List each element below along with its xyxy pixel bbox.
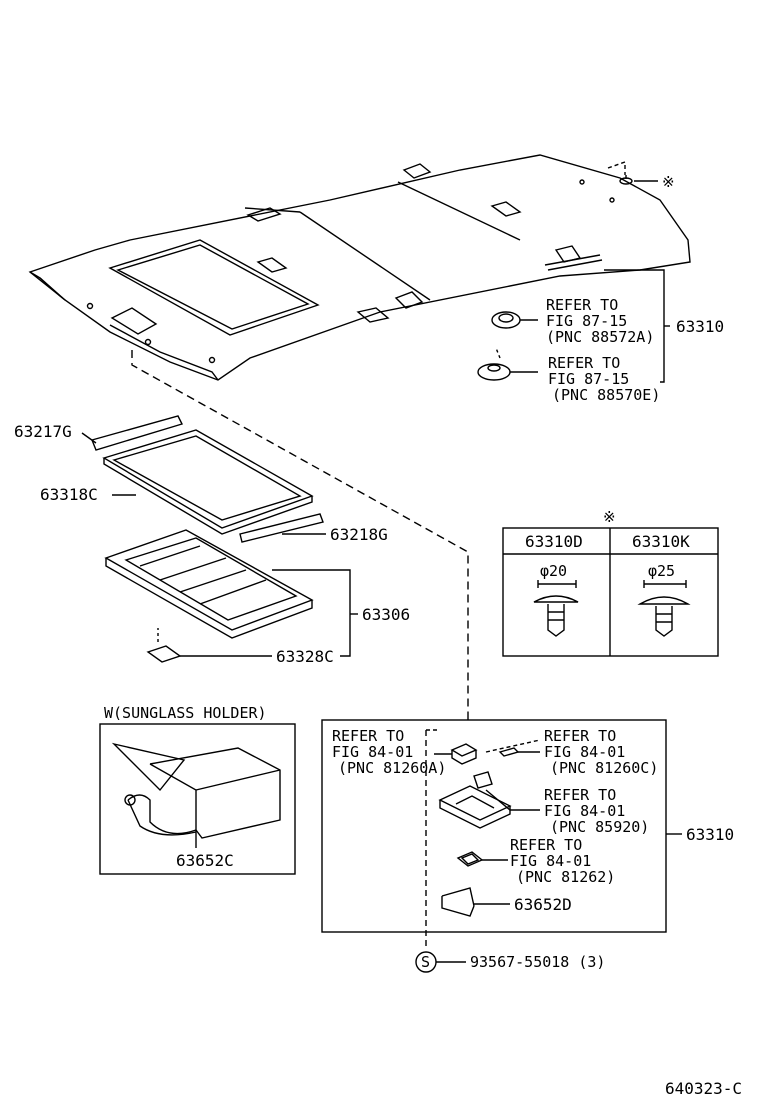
refer-88572A: REFER TO FIG 87-15 (PNC 88572A) (546, 296, 654, 346)
svg-text:FIG 84-01: FIG 84-01 (544, 802, 625, 820)
svg-text:(PNC 81260C): (PNC 81260C) (550, 759, 658, 777)
refer-81260A: REFER TO FIG 84-01 (PNC 81260A) (332, 727, 446, 777)
svg-text:REFER TO: REFER TO (546, 296, 618, 314)
clip-table (502, 527, 719, 657)
svg-text:(PNC 81262): (PNC 81262) (516, 868, 615, 886)
clip-63310D-drawing (533, 580, 579, 637)
part-63652C: 63652C (176, 851, 234, 870)
headliner-drawing (28, 154, 691, 381)
sunglass-holder-box (99, 723, 296, 875)
clip-63328C (146, 628, 182, 663)
dashed-leader (131, 350, 469, 720)
refer-88570E: REFER TO FIG 87-15 (PNC 88570E) (548, 354, 660, 404)
bushing-drawings (477, 311, 538, 381)
svg-text:FIG 84-01: FIG 84-01 (332, 743, 413, 761)
svg-text:FIG 84-01: FIG 84-01 (544, 743, 625, 761)
sunglass-holder-title: W(SUNGLASS HOLDER) (104, 704, 267, 722)
refer-85920: REFER TO FIG 84-01 (PNC 85920) (544, 786, 649, 836)
svg-text:(PNC 81260A): (PNC 81260A) (338, 759, 446, 777)
bracket-63310-top (604, 269, 670, 383)
refer-81260C: REFER TO FIG 84-01 (PNC 81260C) (544, 727, 658, 777)
svg-text:REFER TO: REFER TO (510, 836, 582, 854)
star-mark: ※ (662, 173, 675, 191)
clip-63310K-drawing (637, 580, 691, 637)
part-93567-55018: 93567-55018 (3) (470, 953, 605, 971)
svg-text:REFER TO: REFER TO (548, 354, 620, 372)
svg-text:REFER TO: REFER TO (332, 727, 404, 745)
frame-63318C (102, 429, 314, 535)
clip-star-drawing (607, 161, 658, 185)
part-63217G: 63217G (14, 422, 72, 441)
svg-text:FIG 87-15: FIG 87-15 (546, 312, 627, 330)
bracket-63306 (272, 569, 351, 657)
clip-table-header-63310D: 63310D (525, 532, 583, 551)
clip-table-mark: ※ (603, 508, 616, 526)
svg-text:FIG 84-01: FIG 84-01 (510, 852, 591, 870)
part-63318C: 63318C (40, 485, 98, 504)
part-63218G: 63218G (330, 525, 388, 544)
svg-text:(PNC 88572A): (PNC 88572A) (546, 328, 654, 346)
clip-table-header-63310K: 63310K (632, 532, 690, 551)
sunglass-holder-drawing (111, 742, 281, 848)
clip-diameter-63310D: φ20 (540, 562, 567, 580)
sunshade-63306 (104, 529, 314, 639)
svg-text:(PNC 88570E): (PNC 88570E) (552, 386, 660, 404)
clip-diameter-63310K: φ25 (648, 562, 675, 580)
svg-text:REFER TO: REFER TO (544, 727, 616, 745)
screw-symbol-icon (415, 951, 466, 973)
part-63310-lamp: 63310 (686, 825, 734, 844)
part-63306: 63306 (362, 605, 410, 624)
svg-text:REFER TO: REFER TO (544, 786, 616, 804)
part-63652D: 63652D (514, 895, 572, 914)
weatherstrip-63217G (91, 415, 183, 451)
screw-symbol: S (421, 953, 430, 971)
weatherstrip-63218G (239, 513, 324, 543)
lamp-drawing (425, 729, 541, 948)
part-63310-top: 63310 (676, 317, 724, 336)
svg-text:(PNC 85920): (PNC 85920) (550, 818, 649, 836)
lamp-box (321, 719, 667, 933)
refer-81262: REFER TO FIG 84-01 (PNC 81262) (510, 836, 615, 886)
svg-text:FIG 87-15: FIG 87-15 (548, 370, 629, 388)
figure-id: 640323-C (665, 1079, 742, 1098)
part-63328C: 63328C (276, 647, 334, 666)
